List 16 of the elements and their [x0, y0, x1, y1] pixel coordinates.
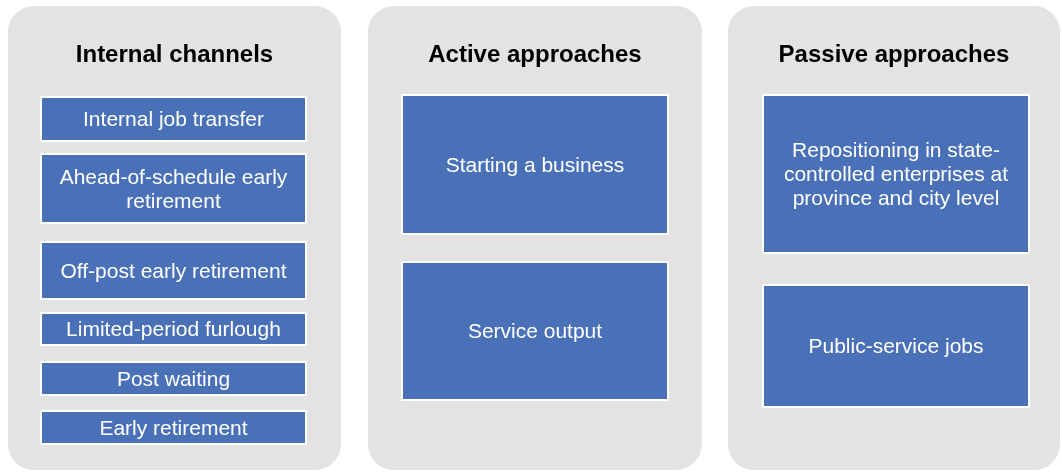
panel-heading: Passive approaches	[777, 40, 1011, 68]
category-box: Early retirement	[40, 410, 307, 445]
group-panel	[8, 6, 341, 470]
panel-heading: Internal channels	[74, 40, 275, 68]
category-box: Starting a business	[401, 94, 669, 235]
category-box: Service output	[401, 261, 669, 401]
category-box: Ahead-of-schedule early retirement	[40, 153, 307, 224]
panel-heading: Active approaches	[427, 40, 643, 68]
group-panel	[728, 6, 1060, 470]
category-box: Internal job transfer	[40, 96, 307, 142]
category-box: Limited-period furlough	[40, 312, 307, 346]
category-box: Post waiting	[40, 361, 307, 396]
category-box: Repositioning in state-controlled enterprises at province and city level	[762, 94, 1030, 254]
group-panel	[368, 6, 702, 470]
category-box: Off-post early retirement	[40, 241, 307, 300]
category-box: Public-service jobs	[762, 284, 1030, 408]
